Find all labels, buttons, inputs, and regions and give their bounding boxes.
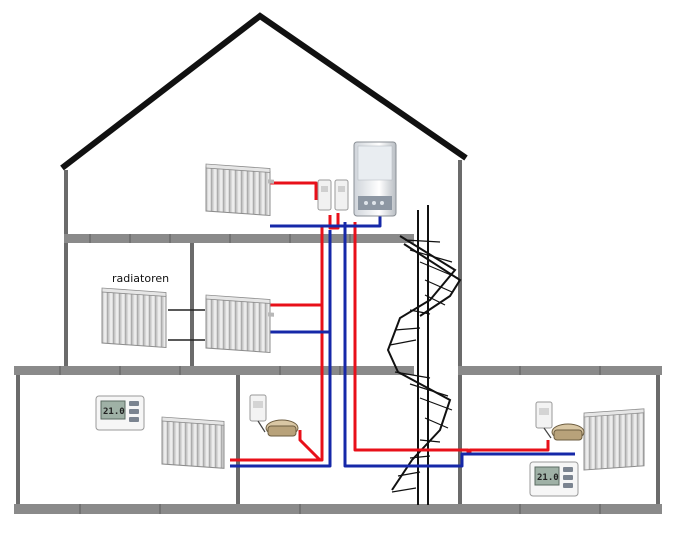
- thermostat-ground-display: 21.0: [103, 407, 125, 417]
- supply-pipes: [230, 181, 550, 462]
- zone-valve-extension: [535, 401, 585, 441]
- radiators-label: radiatoren: [112, 272, 169, 285]
- radiator-extension: [583, 408, 645, 471]
- radiator-first-floor-right: [205, 294, 274, 354]
- zone-valve-ground: [249, 394, 299, 437]
- connection-pipes: [168, 309, 205, 341]
- boiler: [353, 141, 397, 217]
- thermostat-extension-display: 21.0: [537, 473, 559, 483]
- floor-slabs: [14, 234, 662, 514]
- thermostat-ground: 21.0: [95, 395, 145, 431]
- return-pipes: [230, 215, 575, 468]
- thermostat-extension: 21.0: [529, 461, 579, 497]
- attic-valve-units: [317, 179, 349, 211]
- roof: [60, 12, 468, 171]
- radiator-ground-left: [161, 416, 225, 469]
- spiral-staircase: [386, 205, 462, 505]
- radiator-first-floor-left: [101, 287, 167, 349]
- walls: [16, 160, 660, 508]
- radiator-attic: [205, 163, 274, 217]
